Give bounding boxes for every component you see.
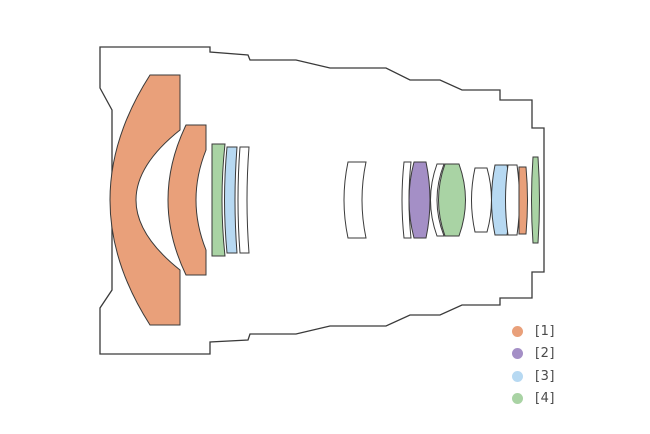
- legend-swatch-purple: [512, 348, 523, 360]
- legend-swatch-green: [512, 393, 523, 405]
- lens-element-11-clear: [471, 167, 492, 233]
- lens-element-10-green: [438, 163, 466, 237]
- lens-element-7-clear: [401, 161, 412, 239]
- legend-label-1: [1]: [535, 323, 555, 339]
- lens-element-2-orange: [167, 124, 207, 276]
- lens-barrel-outline: [99, 46, 545, 355]
- legend-item-4: [4]: [512, 388, 555, 411]
- lens-element-3-green: [211, 143, 226, 257]
- lens-element-4-blue: [224, 146, 238, 254]
- legend-label-2: [2]: [535, 346, 555, 362]
- lens-element-5-clear: [237, 146, 250, 254]
- lens-element-15-green: [531, 156, 540, 244]
- legend-item-3: [3]: [512, 365, 555, 388]
- legend-label-3: [3]: [535, 368, 555, 384]
- legend-swatch-orange: [512, 325, 523, 337]
- legend-label-4: [4]: [535, 391, 555, 407]
- legend-item-1: [1]: [512, 320, 555, 343]
- legend: [1] [2] [3] [4]: [512, 320, 555, 410]
- lens-element-8-purple: [408, 161, 431, 239]
- lens-element-13-clear: [505, 164, 520, 236]
- lens-element-14-orange: [518, 166, 528, 235]
- lens-element-1-orange: [109, 74, 181, 326]
- lens-element-6-clear: [343, 161, 367, 239]
- legend-item-2: [2]: [512, 343, 555, 366]
- lens-element-9-clear: [430, 163, 445, 237]
- legend-swatch-blue: [512, 370, 523, 382]
